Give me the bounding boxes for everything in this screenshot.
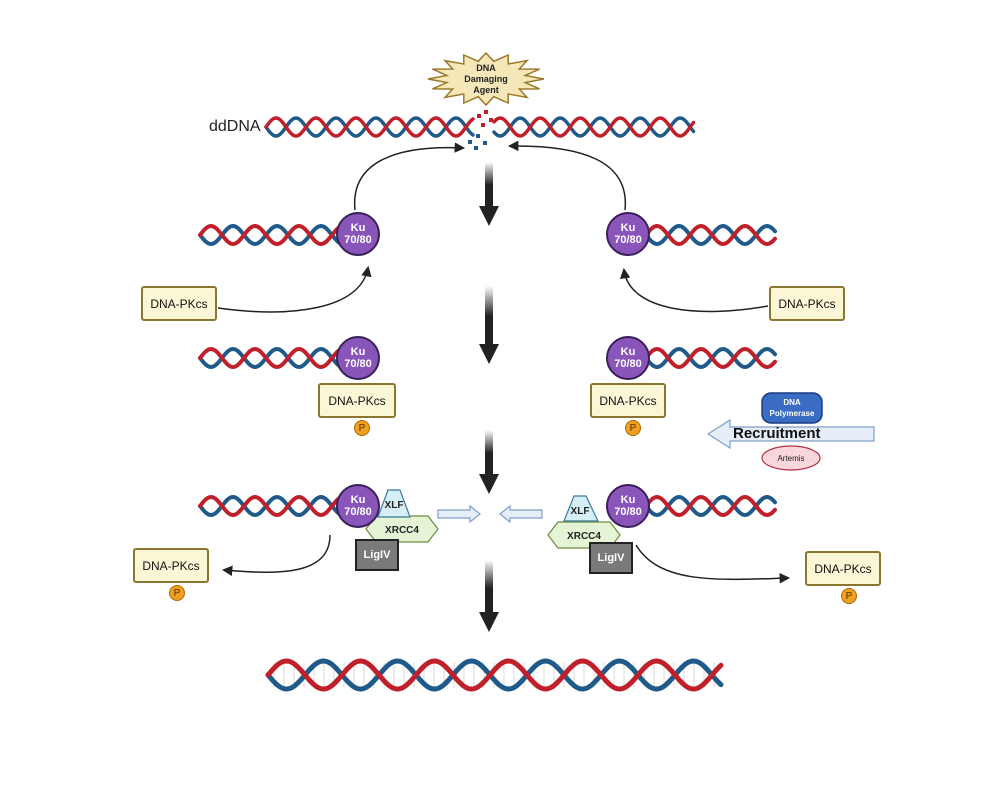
ku-subunits: 70/80	[614, 234, 642, 246]
dna-end-left-2	[198, 346, 342, 370]
artemis-label: Artemis	[777, 454, 804, 463]
dna-end-left-3	[198, 494, 342, 518]
step-arrow-3	[479, 430, 499, 494]
dna-pkcs-left-released: DNA-PKcs	[133, 548, 209, 583]
ku-label: Ku	[620, 494, 636, 506]
xrcc4-right	[547, 521, 621, 549]
agent-label-line-1: DNA	[476, 63, 496, 73]
repaired-dna-helix	[265, 658, 724, 692]
pkcs-release-arrow-left	[221, 534, 331, 576]
step-arrow-2	[479, 286, 499, 364]
dddna-label: ddDNA	[209, 118, 261, 135]
phosphate-badge-left-released: P	[169, 585, 185, 601]
ku-complex-left-3: Ku 70/80	[336, 484, 380, 528]
xlf-right	[563, 495, 599, 522]
xrcc4-left-label: XRCC4	[385, 525, 419, 536]
dna-end-right-2	[644, 346, 777, 370]
dna-pkcs-left-bound: DNA-PKcs	[318, 383, 396, 418]
recruitment-label: Recruitment	[733, 425, 821, 442]
damaged-dna-helix	[264, 116, 696, 138]
ku-subunits: 70/80	[344, 358, 372, 370]
phosphate-badge-right-bound: P	[625, 420, 641, 436]
ku-label: Ku	[350, 346, 366, 358]
dna-pkcs-right-released: DNA-PKcs	[805, 551, 881, 586]
xrcc4-right-label: XRCC4	[567, 531, 601, 542]
ligation-arrow-right	[499, 504, 543, 524]
xlf-left	[377, 489, 411, 518]
dna-end-right-3	[644, 494, 777, 518]
dna-pkcs-right-free: DNA-PKcs	[769, 286, 845, 321]
ku-label: Ku	[350, 494, 366, 506]
ligation-arrow-left	[437, 504, 481, 524]
ku-complex-left-2: Ku 70/80	[336, 336, 380, 380]
ku-label: Ku	[620, 346, 636, 358]
agent-label-line-2: Damaging	[464, 74, 508, 84]
ligiv-right: LigIV	[589, 542, 633, 574]
ku-subunits: 70/80	[614, 358, 642, 370]
dna-pkcs-right-bound: DNA-PKcs	[590, 383, 666, 418]
pkcs-recruit-arrow-right	[620, 267, 769, 313]
phosphate-badge-right-released: P	[841, 588, 857, 604]
ku-label: Ku	[350, 222, 366, 234]
ku-subunits: 70/80	[344, 234, 372, 246]
pkcs-release-arrow-right	[635, 544, 791, 584]
dna-end-left-1	[198, 223, 342, 247]
ku-complex-right-3: Ku 70/80	[606, 484, 650, 528]
ku-bind-arrow-right	[507, 140, 626, 211]
recruitment-arrow	[706, 418, 875, 450]
phosphate-badge-left-bound: P	[354, 420, 370, 436]
ku-complex-left-1: Ku 70/80	[336, 212, 380, 256]
ku-complex-right-2: Ku 70/80	[606, 336, 650, 380]
polymerase-label-2: Polymerase	[770, 409, 815, 418]
ku-subunits: 70/80	[614, 506, 642, 518]
ku-subunits: 70/80	[344, 506, 372, 518]
dna-polymerase	[761, 392, 823, 424]
ku-complex-right-1: Ku 70/80	[606, 212, 650, 256]
step-arrow-4	[479, 560, 499, 632]
pkcs-recruit-arrow-left	[217, 265, 372, 313]
dna-end-right-1	[644, 223, 777, 247]
agent-label-line-3: Agent	[473, 85, 499, 95]
dna-break-fragments	[468, 110, 493, 150]
damaging-agent-burst: DNA Damaging Agent	[427, 51, 545, 107]
xlf-left-label: XLF	[385, 500, 404, 511]
ku-bind-arrow-left	[354, 142, 466, 211]
ligiv-left: LigIV	[355, 539, 399, 571]
polymerase-label-1: DNA	[783, 398, 801, 407]
step-arrow-1	[479, 162, 499, 226]
artemis	[761, 445, 821, 471]
ku-label: Ku	[620, 222, 636, 234]
dna-pkcs-left-free: DNA-PKcs	[141, 286, 217, 321]
xlf-right-label: XLF	[571, 506, 590, 517]
